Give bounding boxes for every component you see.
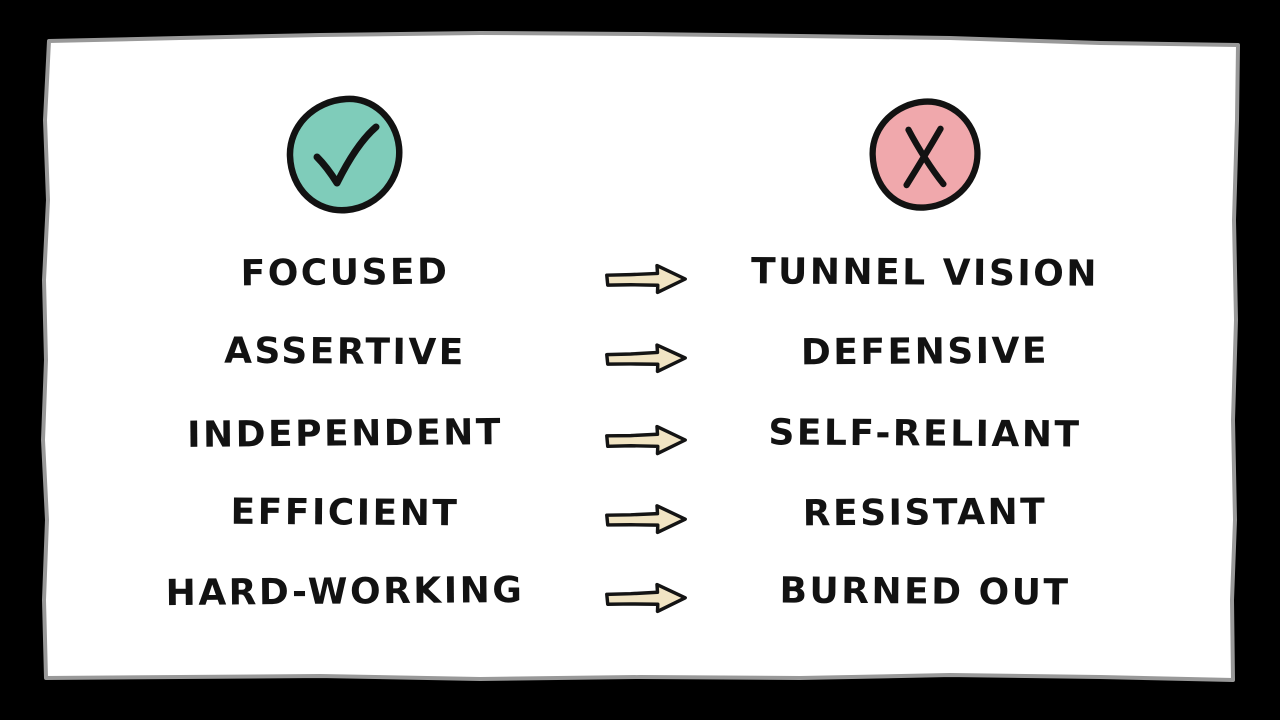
- right-arrow-icon: [602, 421, 690, 459]
- negative-trait-label: BURNED OUT: [779, 570, 1071, 614]
- negative-trait-label: DEFENSIVE: [800, 330, 1050, 374]
- check-circle-shape: [286, 95, 403, 214]
- positive-trait-label: HARD-WORKING: [165, 569, 525, 615]
- arrow-shape: [605, 424, 687, 456]
- arrow-shape: [605, 263, 687, 295]
- x-circle-icon: [862, 92, 988, 218]
- positive-trait-label: EFFICIENT: [230, 491, 460, 535]
- positive-trait-label: FOCUSED: [240, 251, 450, 295]
- arrow-shape: [605, 582, 687, 614]
- negative-trait-label: TUNNEL VISION: [750, 251, 1100, 295]
- x-mark-stroke-2: [903, 125, 944, 189]
- positive-trait-label: INDEPENDENT: [186, 412, 504, 456]
- arrow-shape: [605, 343, 687, 374]
- arrow-shape: [605, 504, 687, 535]
- negative-trait-label: SELF-RELIANT: [768, 412, 1082, 456]
- negative-trait-label: RESISTANT: [802, 491, 1048, 535]
- right-arrow-icon: [602, 579, 690, 617]
- check-mark: [313, 123, 380, 187]
- right-arrow-icon: [602, 339, 690, 377]
- right-arrow-icon: [602, 500, 690, 538]
- check-circle-icon: [280, 90, 410, 220]
- positive-trait-label: ASSERTIVE: [224, 330, 466, 374]
- right-arrow-icon: [602, 260, 690, 298]
